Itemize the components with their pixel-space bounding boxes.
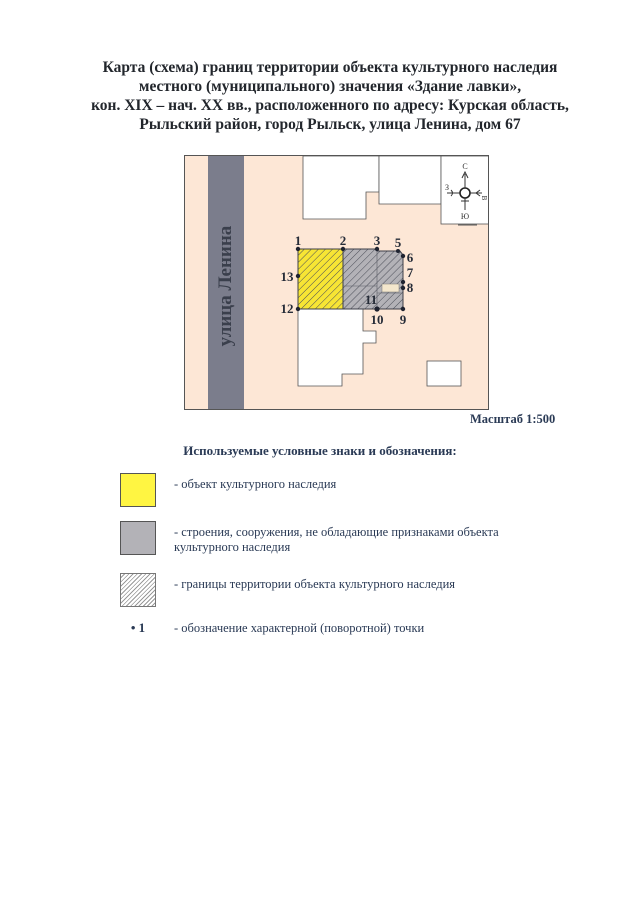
- svg-text:8: 8: [407, 280, 414, 295]
- legend-text: - объект культурного наследия: [174, 477, 337, 491]
- svg-text:С: С: [462, 162, 467, 171]
- hatched-swatch-icon: [120, 573, 156, 607]
- title-line-4: Рыльский район, город Рыльск, улица Лени…: [139, 116, 521, 133]
- building-top-right: [378, 156, 442, 205]
- svg-text:Ю: Ю: [461, 212, 469, 221]
- svg-text:11: 11: [365, 292, 377, 307]
- svg-text:6: 6: [407, 250, 414, 265]
- legend-text: - обозначение характерной (поворотной) т…: [174, 621, 425, 635]
- svg-text:9: 9: [400, 312, 407, 327]
- svg-text:3: 3: [374, 233, 381, 248]
- svg-text:7: 7: [407, 265, 414, 280]
- svg-text:5: 5: [395, 235, 402, 250]
- building-small: [426, 360, 462, 387]
- map-drawing: С Ю З В 1: [208, 156, 488, 409]
- legend-title: Используемые условные знаки и обозначени…: [183, 443, 457, 458]
- svg-text:10: 10: [371, 312, 384, 327]
- street: [208, 156, 244, 409]
- yellow-swatch-icon: [120, 473, 156, 507]
- title-line-2: местного (муниципального) значения «Здан…: [138, 78, 522, 95]
- building-top-left: [302, 156, 380, 220]
- svg-text:1: 1: [295, 233, 302, 248]
- legend-text: - границы территории объекта культурного…: [174, 577, 456, 591]
- svg-text:2: 2: [340, 233, 347, 248]
- point-symbol-icon: • 1: [130, 620, 146, 635]
- title-line-1: Карта (схема) границ территории объекта …: [102, 59, 558, 76]
- svg-text:13: 13: [281, 269, 295, 284]
- gray-swatch-icon: [120, 521, 156, 555]
- svg-text:12: 12: [281, 301, 294, 316]
- compass-icon: С Ю З В: [445, 162, 488, 221]
- boundary-points: [295, 246, 406, 312]
- title-line-3: кон. XIX – нач. XX вв., расположенного п…: [91, 97, 569, 114]
- boundary-map: С Ю З В 1: [184, 155, 489, 410]
- svg-text:З: З: [445, 183, 449, 192]
- page-title: Карта (схема) границ территории объекта …: [80, 58, 580, 134]
- building-bottom: [297, 308, 377, 387]
- legend-text: - строения, сооружения, не обладающие пр…: [174, 525, 499, 554]
- map-scale: Масштаб 1:500: [470, 412, 556, 426]
- svg-text:В: В: [480, 196, 488, 201]
- street-label: улица Ленина: [215, 225, 236, 347]
